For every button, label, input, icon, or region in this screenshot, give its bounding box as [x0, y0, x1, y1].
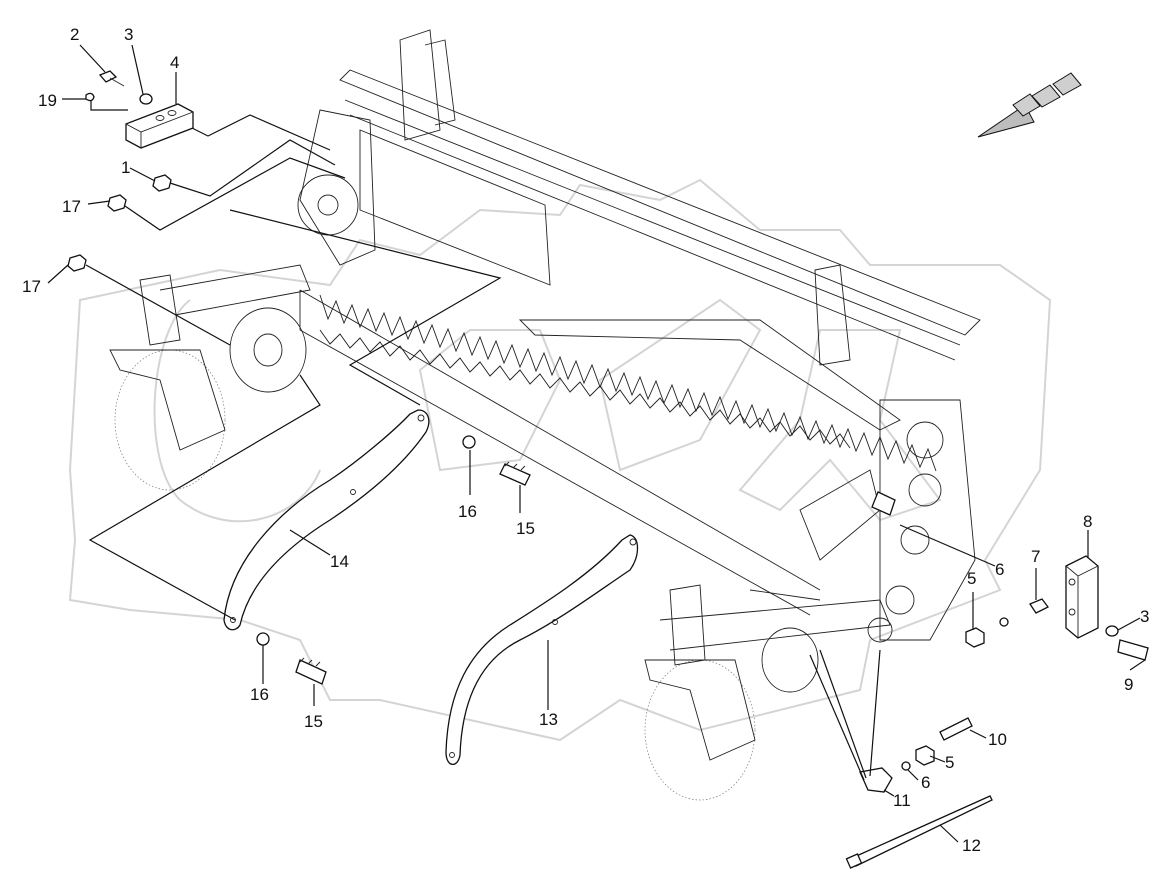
callout-6: 6: [995, 560, 1004, 579]
leader-lines: [47, 44, 1146, 843]
callout-12: 12: [962, 836, 981, 855]
callout-17: 17: [22, 277, 41, 296]
callout-labels: 2 3 4 19 1 17 17 16 15 14 16 15 13 6 8 5…: [22, 25, 1149, 855]
callout-16: 16: [250, 685, 269, 704]
hardware-parts: [67, 70, 1149, 869]
callout-15: 15: [516, 519, 535, 538]
callout-9: 9: [1124, 675, 1133, 694]
callout-17: 17: [62, 197, 81, 216]
callout-16: 16: [458, 502, 477, 521]
callout-6: 6: [921, 773, 930, 792]
callout-1: 1: [121, 158, 130, 177]
pickup-header-frame: [109, 29, 981, 801]
callout-3: 3: [124, 25, 133, 44]
callout-4: 4: [170, 53, 179, 72]
callout-13: 13: [539, 710, 558, 729]
callout-7: 7: [1031, 547, 1040, 566]
callout-11: 11: [893, 791, 911, 810]
left-guard-strip: [223, 409, 430, 631]
callout-19: 19: [38, 91, 57, 110]
callout-10: 10: [988, 730, 1007, 749]
callout-14: 14: [330, 552, 349, 571]
direction-arrow-icon: [977, 72, 1082, 138]
watermark-logo-icon: [68, 178, 1052, 742]
callout-3: 3: [1140, 607, 1149, 626]
callout-5: 5: [945, 753, 954, 772]
callout-15: 15: [304, 712, 323, 731]
callout-8: 8: [1083, 512, 1092, 531]
callout-5: 5: [967, 569, 976, 588]
right-guard-strip: [445, 534, 639, 766]
callout-2: 2: [70, 25, 79, 44]
